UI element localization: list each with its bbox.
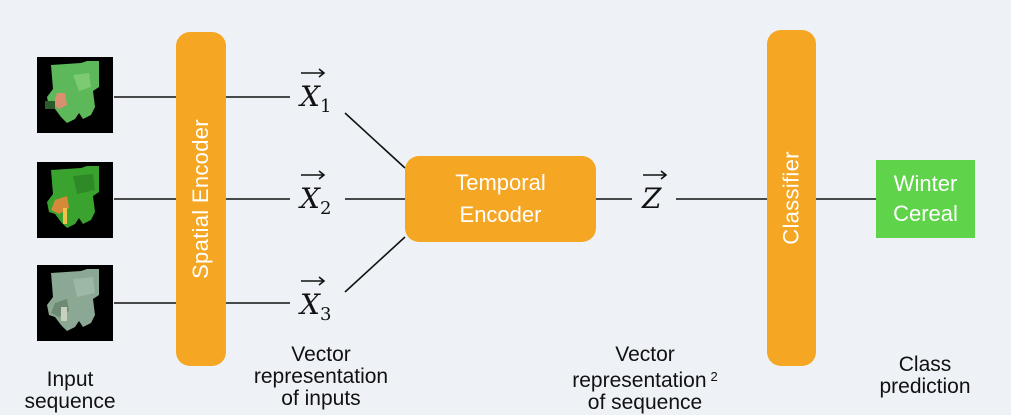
spatial-encoder-block: Spatial Encoder <box>176 32 226 366</box>
spatial-encoder-label: Spatial Encoder <box>188 119 214 279</box>
vector-x1: X1 <box>300 68 331 117</box>
classifier-block: Classifier <box>767 30 816 366</box>
predicted-class-line2: Cereal <box>893 201 958 226</box>
temporal-encoder-label-line1: Temporal <box>455 170 546 195</box>
temporal-encoder-block: Temporal Encoder <box>405 156 596 242</box>
input-image-1 <box>37 57 113 133</box>
vector-arrow-icon <box>301 68 326 78</box>
vector-arrow-icon <box>643 170 668 180</box>
predicted-class-box: Winter Cereal <box>876 160 975 238</box>
predicted-class-line1: Winter <box>893 171 958 196</box>
vector-arrow-icon <box>301 276 326 286</box>
classifier-label: Classifier <box>778 151 804 245</box>
line-x1-to-temporal <box>344 112 406 169</box>
footnote-marker: 2 <box>710 369 718 384</box>
caption-class-prediction: Class prediction <box>879 353 971 398</box>
input-image-3 <box>37 265 113 341</box>
line-x3-to-temporal <box>344 236 406 293</box>
caption-vector-inputs: Vector representation of inputs <box>253 343 389 410</box>
temporal-encoder-label-line2: Encoder <box>459 202 542 227</box>
vector-arrow-icon <box>301 170 326 180</box>
vector-x2: X2 <box>300 170 331 219</box>
caption-input-sequence: Input sequence <box>24 368 116 413</box>
vector-x3: X3 <box>300 276 331 325</box>
input-image-2 <box>37 162 113 238</box>
vector-z: Z <box>642 170 668 215</box>
